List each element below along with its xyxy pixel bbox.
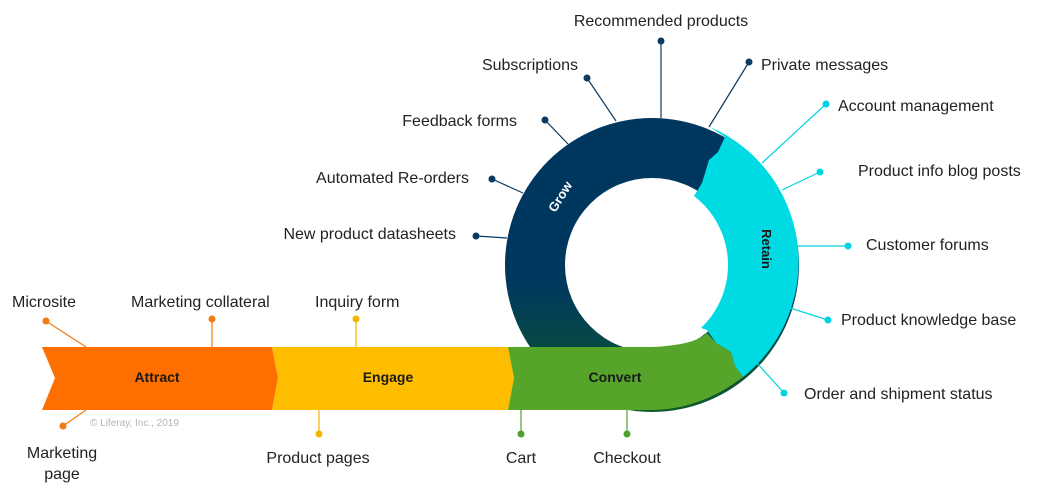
callout-dot-customer-forums — [844, 242, 852, 250]
label-marketing-collateral: Marketing collateral — [131, 294, 270, 311]
label-automated-reorders: Automated Re-orders — [316, 170, 469, 187]
callout-line-product-info-blog-posts — [781, 171, 821, 191]
copyright-notice: © Liferay, Inc., 2019 — [90, 418, 179, 429]
callout-dot-checkout — [623, 430, 631, 438]
label-marketing-page-line1: Marketing — [27, 445, 97, 462]
callout-line-automated-reorders — [491, 178, 524, 194]
callout-dot-subscriptions — [583, 74, 591, 82]
label-new-product-datasheets: New product datasheets — [283, 226, 456, 243]
label-inquiry-form: Inquiry form — [315, 294, 399, 311]
label-marketing-page-line2: page — [44, 466, 80, 483]
label-subscriptions: Subscriptions — [482, 57, 578, 74]
stage-label-retain: Retain — [759, 229, 774, 269]
callout-line-feedback-forms — [544, 119, 569, 145]
callout-dot-account-management — [822, 100, 830, 108]
label-product-pages: Product pages — [266, 450, 369, 467]
callout-dot-private-messages — [745, 58, 753, 66]
label-product-info-blog-posts: Product info blog posts — [858, 163, 1021, 180]
stage-label-convert: Convert — [589, 369, 642, 385]
label-customer-forums: Customer forums — [866, 237, 989, 254]
callout-line-order-shipment-status — [756, 362, 785, 394]
callout-line-account-management — [761, 103, 827, 164]
callout-dot-inquiry-form — [352, 315, 360, 323]
stage-label-attract: Attract — [134, 369, 179, 385]
callout-dot-product-knowledge-base — [824, 316, 832, 324]
attract-band — [42, 347, 278, 410]
callout-dot-marketing-page — [59, 422, 67, 430]
callout-dot-order-shipment-status — [780, 389, 788, 397]
callout-line-new-product-datasheets — [475, 235, 508, 239]
label-order-shipment-status: Order and shipment status — [804, 386, 993, 403]
callout-dot-microsite — [42, 317, 50, 325]
callout-dot-feedback-forms — [541, 116, 549, 124]
callout-line-subscriptions — [586, 77, 617, 122]
retain-ring-segment — [694, 127, 799, 377]
callout-line-microsite — [45, 320, 87, 348]
callout-line-marketing-page — [62, 409, 87, 427]
label-feedback-forms: Feedback forms — [402, 113, 517, 130]
engage-band — [272, 347, 514, 410]
label-account-management: Account management — [838, 98, 994, 115]
callout-line-product-knowledge-base — [789, 307, 829, 321]
convert-band — [508, 333, 743, 410]
callout-dot-marketing-collateral — [208, 315, 216, 323]
label-recommended-products: Recommended products — [574, 13, 748, 30]
callout-dot-product-info-blog-posts — [816, 168, 824, 176]
callout-dot-automated-reorders — [488, 175, 496, 183]
stage-label-engage: Engage — [363, 369, 414, 385]
label-private-messages: Private messages — [761, 57, 888, 74]
label-cart: Cart — [506, 450, 537, 467]
callout-dot-product-pages — [315, 430, 323, 438]
callout-line-private-messages — [708, 61, 750, 128]
callout-dot-new-product-datasheets — [472, 232, 480, 240]
label-microsite: Microsite — [12, 294, 76, 311]
label-checkout: Checkout — [593, 450, 661, 467]
callout-dot-cart — [517, 430, 525, 438]
label-product-knowledge-base: Product knowledge base — [841, 312, 1016, 329]
callout-dot-recommended-products — [657, 37, 665, 45]
